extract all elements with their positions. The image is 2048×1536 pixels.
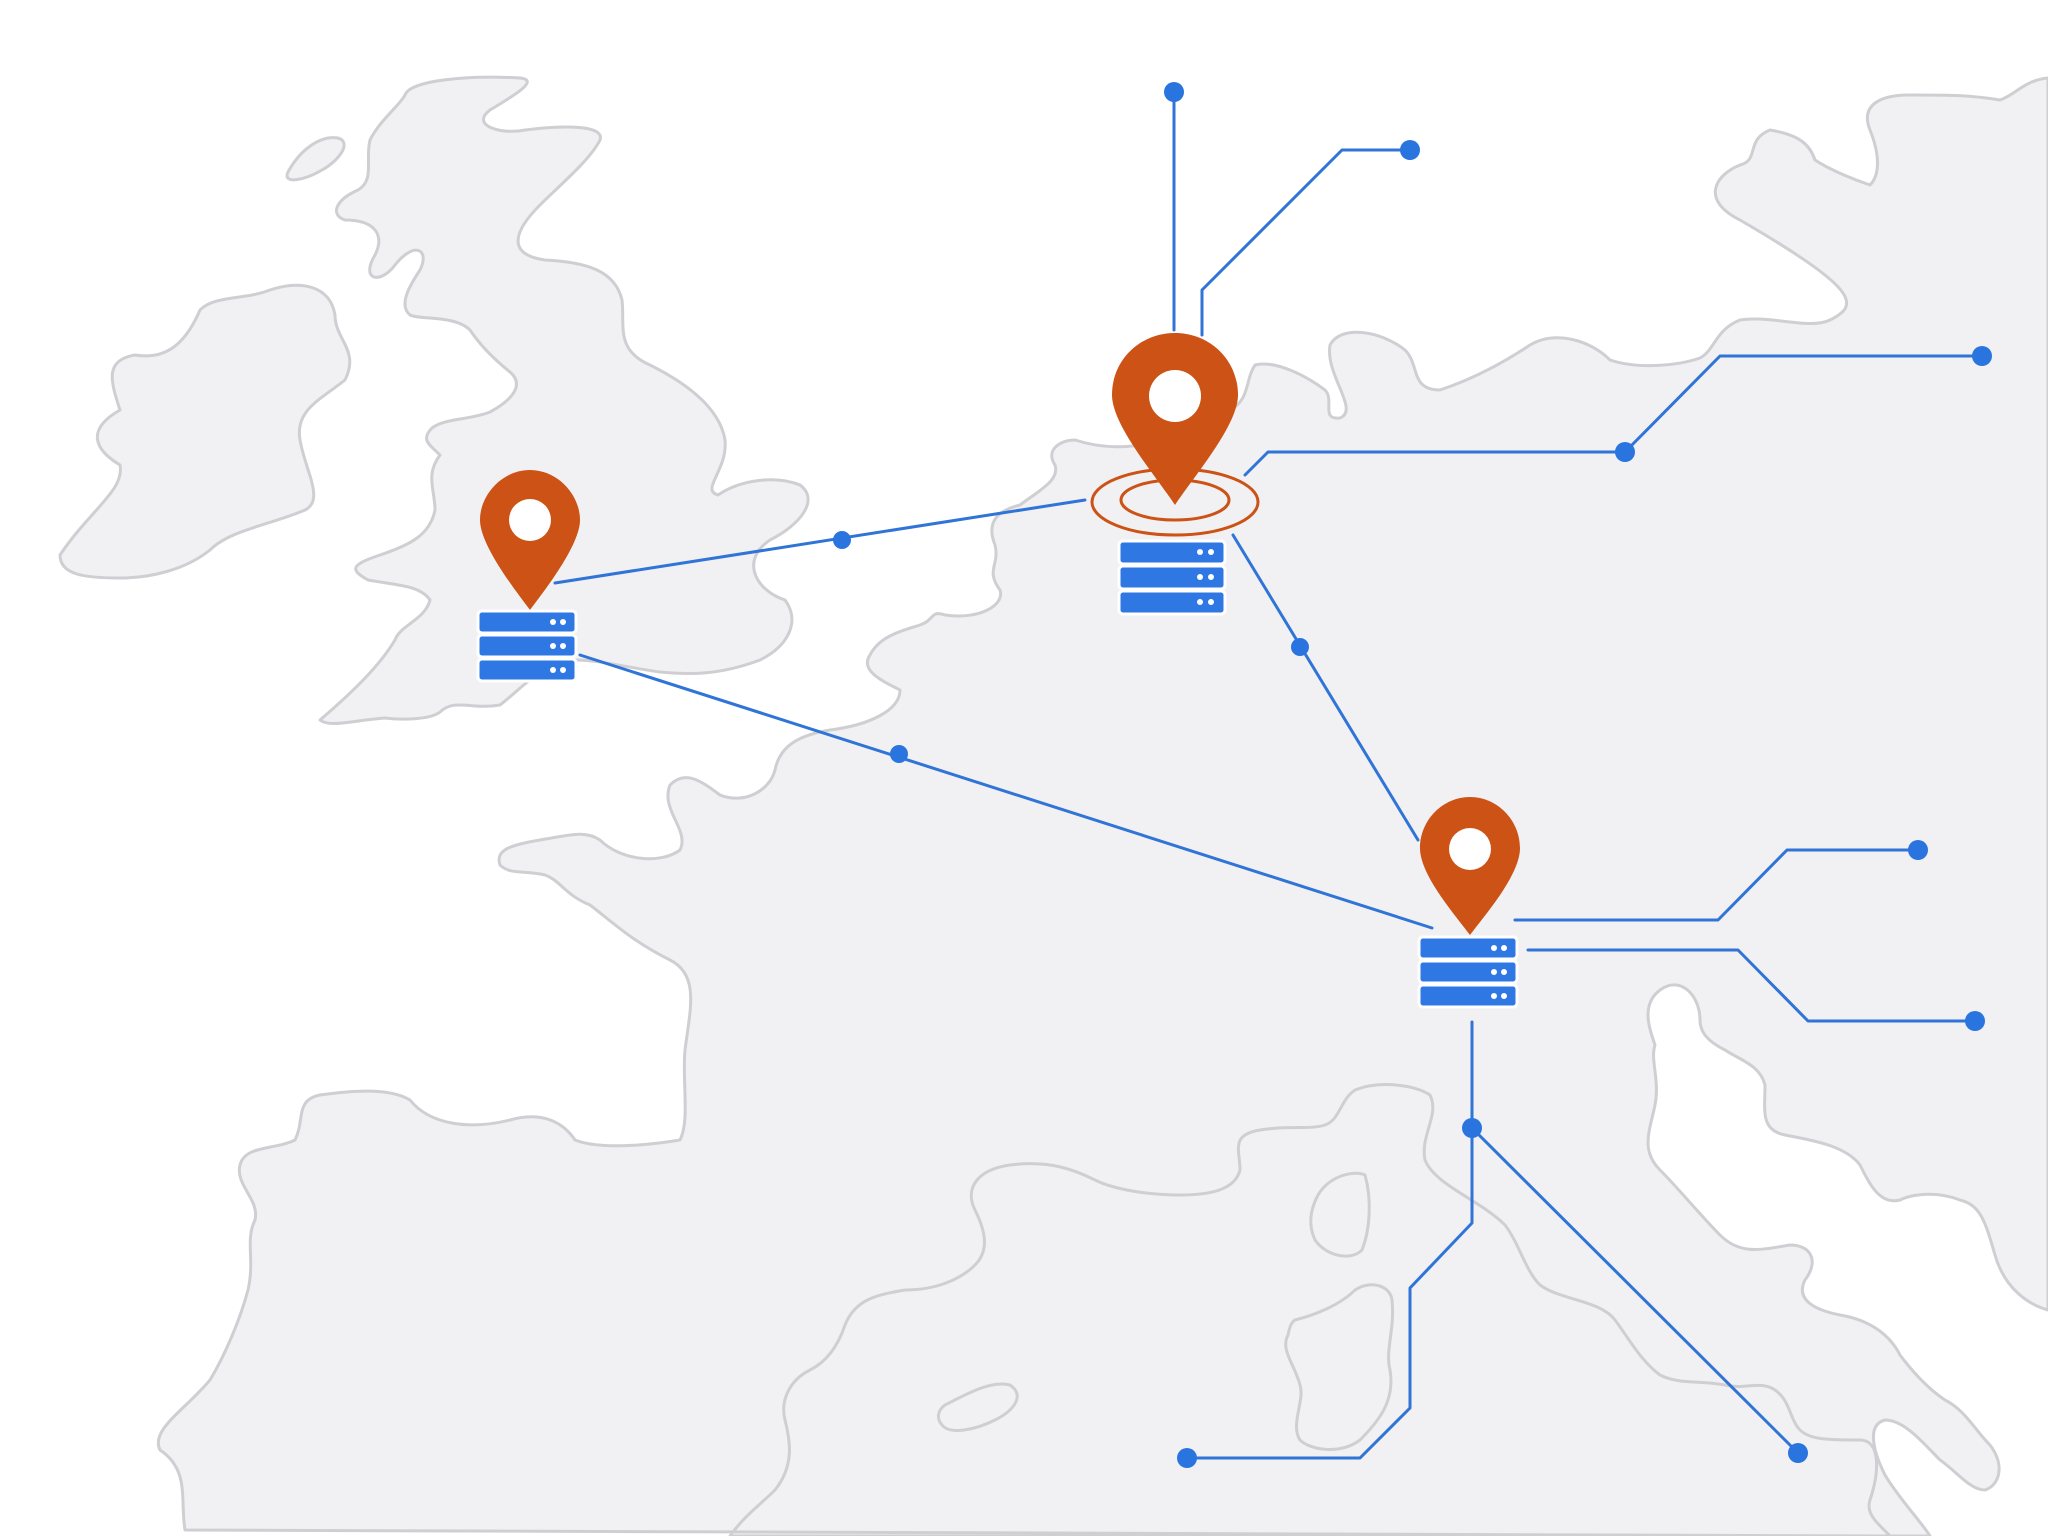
landmass-corsica [1309,1171,1371,1258]
server-rack-icon[interactable] [1117,539,1227,616]
uplink-alpine-south-east-2 [1470,1126,1800,1455]
landmass-isle-northwest [285,136,346,182]
endpoint-node[interactable] [1164,82,1184,102]
relay-node[interactable] [1291,638,1309,656]
link-nodes [833,82,1992,1468]
endpoint-node[interactable] [1177,1448,1197,1468]
server-rack-icon[interactable] [476,609,578,683]
relay-node[interactable] [1615,442,1635,462]
landmass-sardinia [1284,1283,1395,1451]
link-london-to-hub [553,498,1087,585]
location-london[interactable] [476,470,580,683]
uplink-alpine-south-west [1185,1020,1474,1460]
relay-node[interactable] [890,745,908,763]
map-pin-icon[interactable] [1420,797,1520,935]
server-rack-icon[interactable] [1417,935,1519,1009]
network-links [553,90,1984,1460]
map-pin-icon[interactable] [480,470,580,610]
uplink-hub-north-east [1200,148,1412,337]
endpoint-node[interactable] [1965,1011,1985,1031]
endpoint-node[interactable] [1788,1443,1808,1463]
endpoint-node[interactable] [1400,140,1420,160]
location-alpine[interactable] [1417,797,1520,1009]
link-hub-to-alpine [1231,533,1420,842]
uplink-alpine-south-east [1526,948,1977,1023]
landmass-balearic-isle [936,1382,1019,1432]
link-london-to-alpine [578,653,1434,930]
landmass-continental-europe [156,76,2048,1536]
map-pin-icon[interactable] [1112,333,1238,505]
endpoint-node[interactable] [1972,346,1992,366]
endpoint-node[interactable] [1908,840,1928,860]
relay-node[interactable] [833,531,851,549]
relay-node[interactable] [1462,1118,1482,1138]
uplink-alpine-east [1513,848,1920,922]
landmass-ireland [58,283,352,580]
location-central-hub[interactable] [1090,333,1260,616]
